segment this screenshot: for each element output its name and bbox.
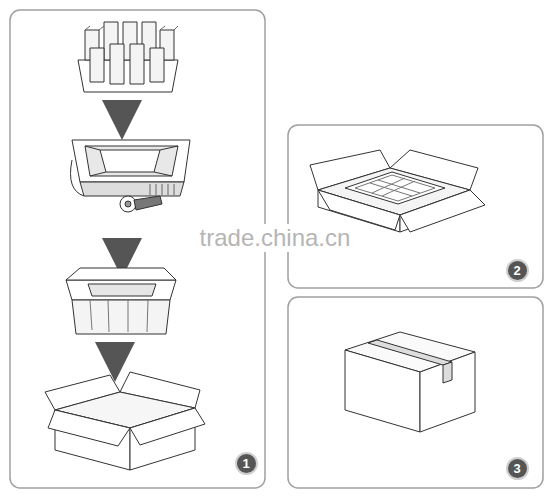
- flood-light: [71, 140, 191, 212]
- watermark: trade.china.cn: [197, 224, 354, 252]
- callout-number: 3: [513, 462, 520, 475]
- panel: [288, 125, 543, 288]
- callout-circle: 3: [506, 457, 529, 480]
- panel: [288, 297, 543, 488]
- carton-with-insert: [310, 150, 485, 232]
- down-arrow: [120, 100, 124, 120]
- callout-circle: 2: [506, 259, 529, 282]
- closed-carton: [345, 332, 475, 432]
- open-carton: [45, 372, 205, 470]
- down-arrow: [113, 344, 117, 362]
- callout-number: 1: [242, 457, 249, 470]
- down-arrow: [120, 240, 124, 258]
- foam-tray: [66, 268, 176, 334]
- foam-insert: [78, 22, 178, 92]
- callout-number: 2: [513, 264, 520, 277]
- callout-circle: 1: [235, 452, 258, 475]
